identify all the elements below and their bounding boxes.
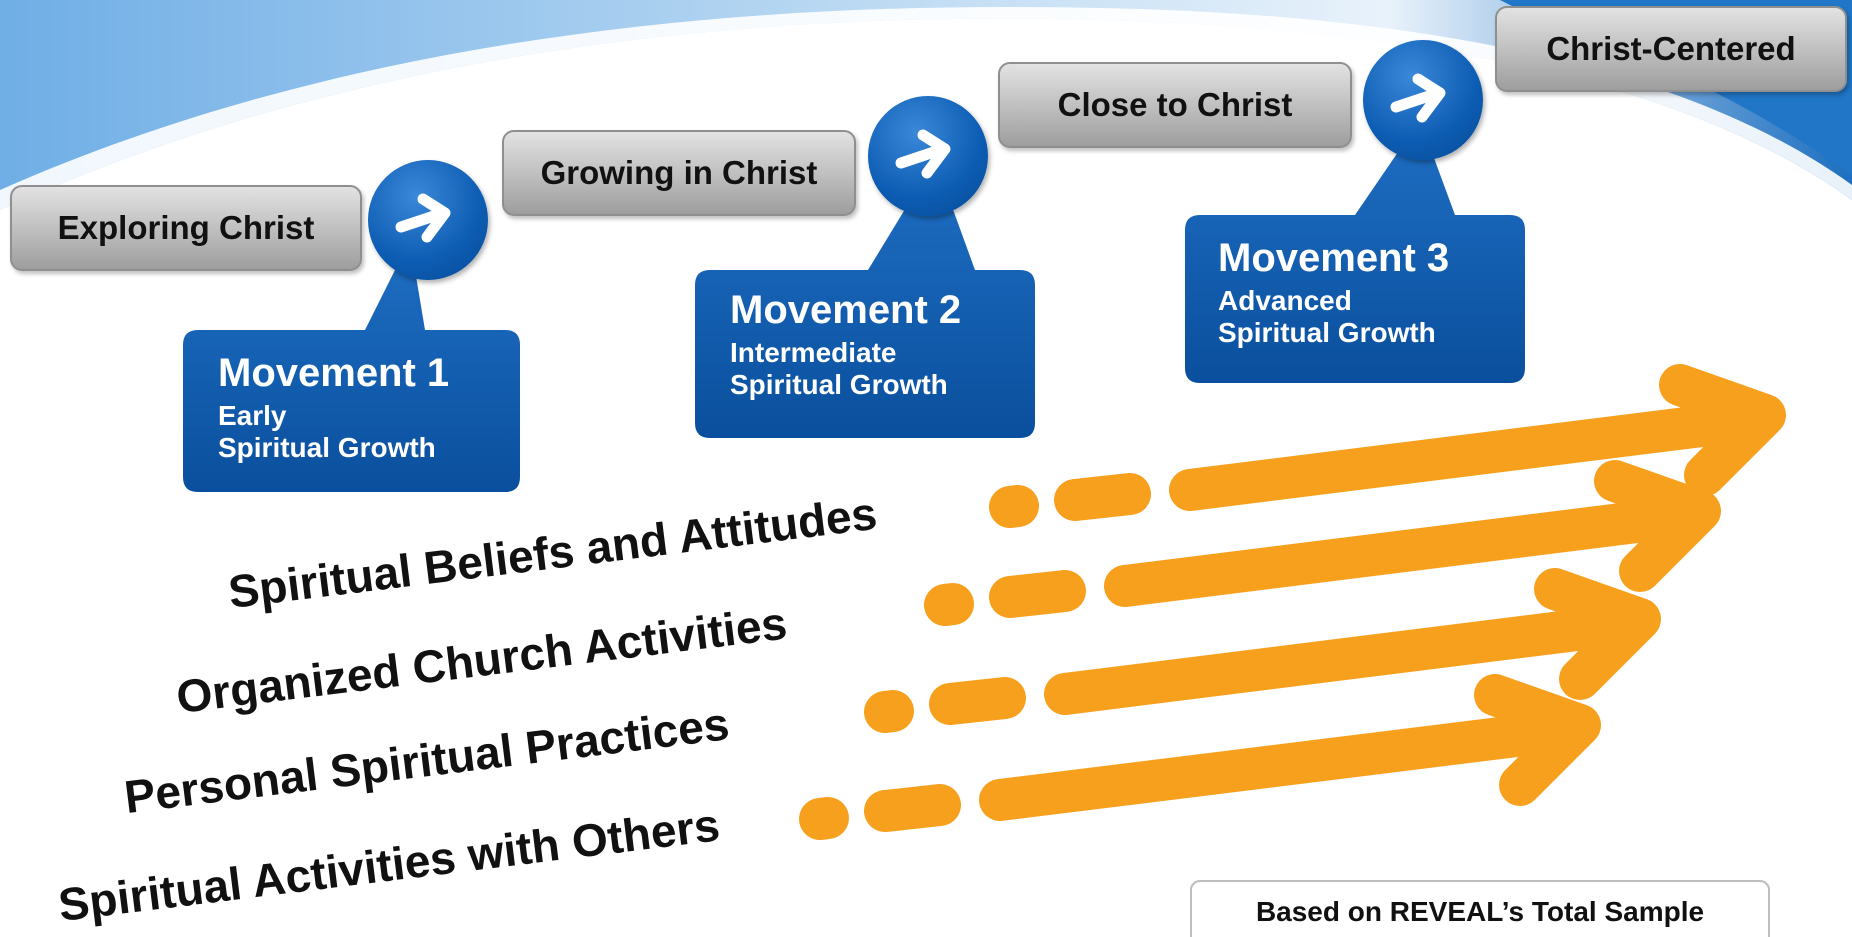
stage-christ-centered: Christ-Centered <box>1495 6 1847 92</box>
movement-title: Movement 2 <box>730 288 962 332</box>
movement-title: Movement 3 <box>1218 236 1450 280</box>
movement-line-2: Spiritual Growth <box>730 369 948 401</box>
transition-circle-3 <box>1363 40 1483 160</box>
stage-exploring-christ: Exploring Christ <box>10 185 362 271</box>
arrow-organized-church <box>924 460 1721 626</box>
arrow-right-icon <box>1390 73 1446 123</box>
movement-line-1: Intermediate <box>730 337 897 368</box>
arrow-right-icon <box>895 129 951 179</box>
movement-title: Movement 1 <box>218 351 450 395</box>
movement-line-2: Spiritual Growth <box>1218 317 1436 349</box>
movement-1: Movement 1 Early Spiritual Growth <box>218 350 449 464</box>
sample-note: Based on REVEAL’s Total Sample <box>1190 880 1770 937</box>
transition-circle-1 <box>368 160 488 280</box>
arrow-activities-with-others <box>799 674 1601 840</box>
stage-close-to-christ: Close to Christ <box>998 62 1352 148</box>
arrow-right-icon <box>395 193 451 243</box>
movement-2: Movement 2 Intermediate Spiritual Growth <box>730 287 961 401</box>
stage-label: Growing in Christ <box>540 154 818 191</box>
movement-line-1: Early <box>218 400 287 431</box>
sample-note-text: Based on REVEAL’s Total Sample <box>1255 896 1705 927</box>
stage-growing-in-christ: Growing in Christ <box>502 130 856 216</box>
stage-label: Christ-Centered <box>1546 30 1796 67</box>
movement-line-2: Spiritual Growth <box>218 432 436 464</box>
stage-label: Exploring Christ <box>57 209 315 246</box>
stage-label: Close to Christ <box>1057 86 1293 123</box>
movement-line-1: Advanced <box>1218 285 1352 316</box>
arrow-spiritual-beliefs <box>989 364 1786 528</box>
arrow-personal-practices <box>864 568 1661 733</box>
transition-circle-2 <box>868 96 988 216</box>
movement-3: Movement 3 Advanced Spiritual Growth <box>1218 235 1449 349</box>
